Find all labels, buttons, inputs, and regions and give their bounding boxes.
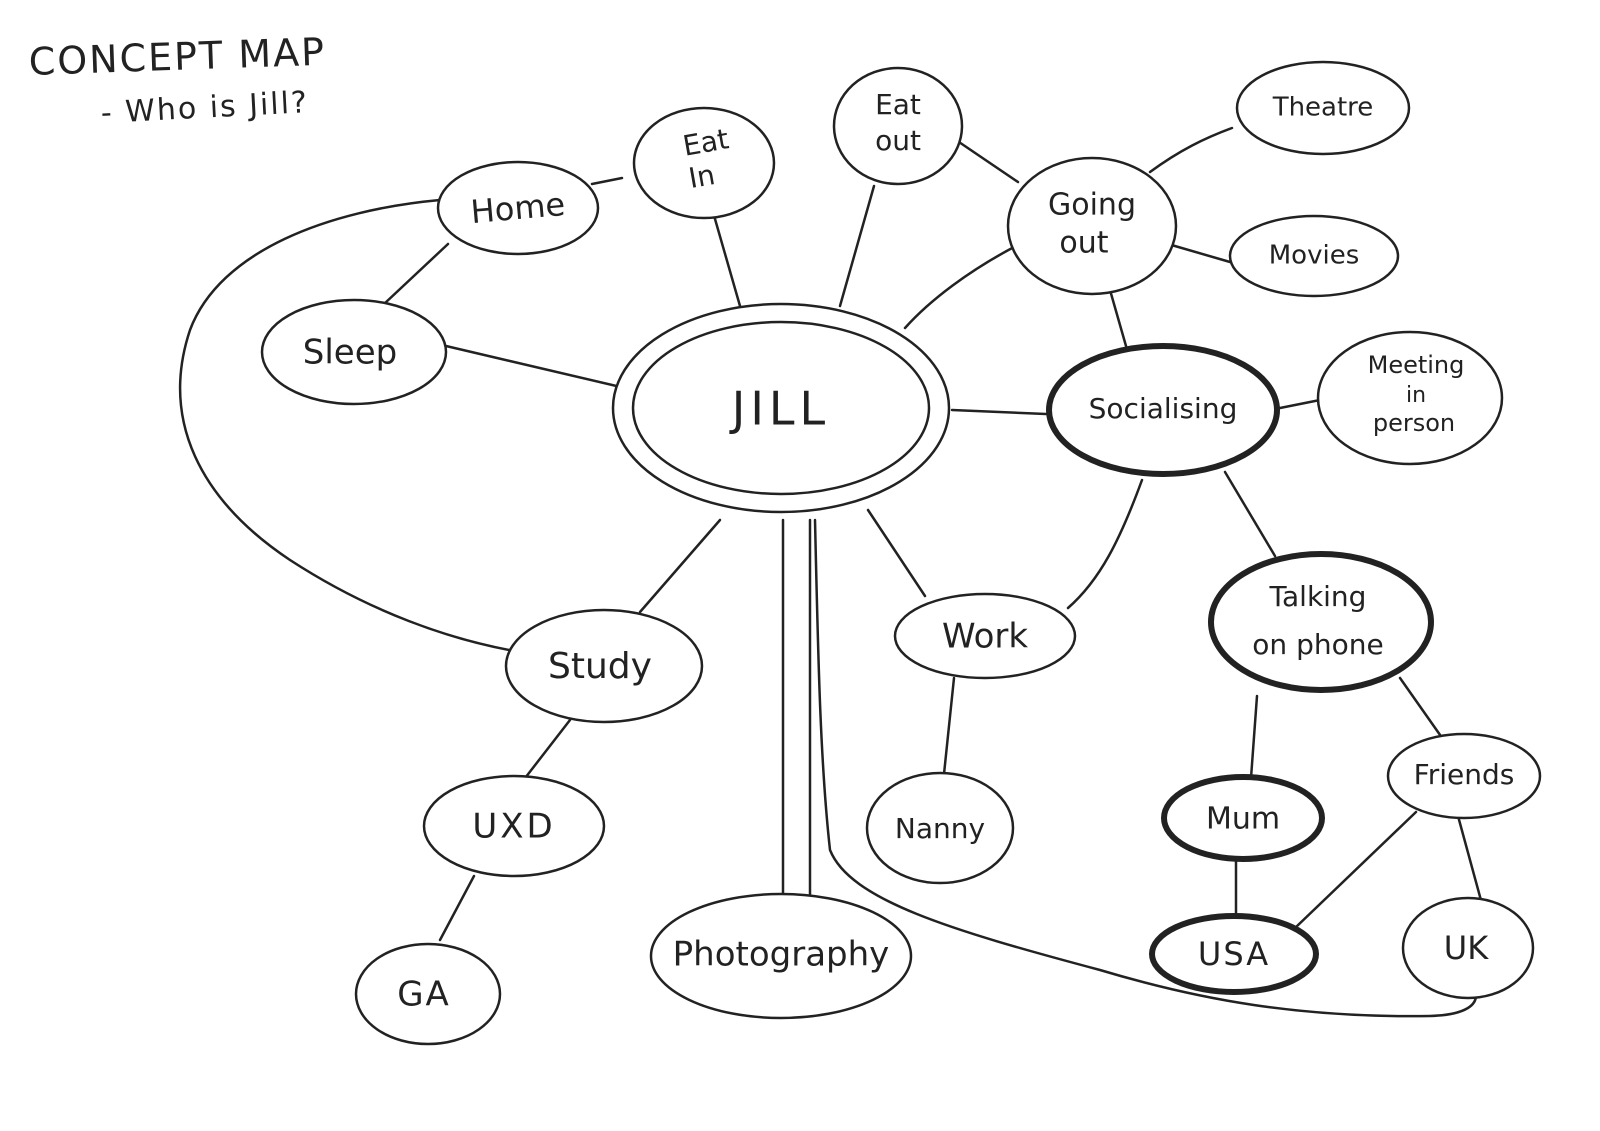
edge-eat-in-jill — [711, 210, 742, 308]
node-uxd-label: UXD — [472, 807, 555, 847]
edge-going-out-theatre — [1148, 126, 1234, 174]
node-socialising-label: Socialising — [1089, 392, 1238, 425]
node-sleep: Sleep — [260, 298, 448, 406]
node-jill-inner-ring — [631, 320, 931, 496]
node-study-label: Study — [548, 646, 652, 687]
edge-going-out-jill — [903, 244, 1018, 330]
node-meeting-line-3: person — [1373, 409, 1455, 437]
edges — [178, 126, 1484, 1018]
node-uk-label: UK — [1444, 929, 1489, 967]
node-jill-label: JILL — [729, 382, 830, 436]
edge-study-uxd — [520, 718, 572, 784]
node-talking-on-phone: Talking on phone — [1208, 551, 1434, 693]
node-friends: Friends — [1386, 732, 1542, 820]
edge-eat-out-going-out — [954, 138, 1020, 184]
node-movies: Movies — [1228, 214, 1400, 298]
edge-talking-friends — [1398, 676, 1447, 744]
node-theatre-label: Theatre — [1272, 93, 1374, 123]
node-socialising: Socialising — [1046, 343, 1280, 477]
node-going-out: Going out — [1006, 156, 1178, 296]
node-work-label: Work — [942, 617, 1028, 657]
node-photography-label: Photography — [673, 935, 890, 975]
edge-jill-uk-loop — [813, 518, 1478, 1018]
node-work: Work — [893, 592, 1077, 680]
node-eat-out: Eat out — [832, 66, 964, 186]
node-meeting-line-1: Meeting — [1368, 351, 1465, 379]
node-nanny-label: Nanny — [895, 812, 985, 845]
node-going-out-line-2: out — [1059, 226, 1108, 261]
node-jill: JILL — [611, 302, 951, 514]
edge-home-sleep — [382, 242, 450, 306]
node-home-label: Home — [469, 185, 566, 231]
edge-home-study-curve — [178, 198, 522, 654]
node-eat-out-line-2: out — [875, 124, 921, 157]
node-uxd: UXD — [422, 774, 606, 878]
node-ga: GA — [354, 942, 502, 1046]
edge-socialising-talking — [1223, 470, 1277, 558]
node-eat-out-line-1: Eat — [875, 88, 921, 121]
node-talking-line-1: Talking — [1269, 580, 1367, 613]
edge-friends-uk — [1456, 814, 1484, 906]
node-mum: Mum — [1161, 774, 1325, 862]
node-ga-label: GA — [397, 975, 451, 1015]
node-photography: Photography — [649, 892, 913, 1020]
node-friends-label: Friends — [1414, 758, 1515, 791]
node-usa-label: USA — [1198, 935, 1270, 973]
node-talking-line-2: on phone — [1252, 628, 1383, 661]
edge-jill-work — [866, 508, 927, 598]
node-movies-label: Movies — [1269, 241, 1360, 271]
edge-going-out-movies — [1166, 242, 1232, 264]
node-uk: UK — [1401, 896, 1535, 1000]
node-theatre: Theatre — [1235, 60, 1411, 156]
edge-uxd-ga — [438, 874, 476, 942]
node-sleep-label: Sleep — [303, 333, 397, 373]
node-study: Study — [504, 608, 704, 724]
node-meeting-line-2: in — [1406, 383, 1426, 408]
edge-eat-out-jill — [838, 184, 876, 308]
node-going-out-line-1: Going — [1048, 188, 1136, 223]
edge-work-nanny — [942, 676, 956, 776]
node-eat-in: Eat In — [632, 106, 776, 220]
edge-sleep-jill — [444, 344, 627, 390]
node-nanny: Nanny — [865, 771, 1015, 885]
edge-jill-socialising — [950, 408, 1048, 416]
node-usa: USA — [1149, 913, 1319, 995]
node-mum-label: Mum — [1206, 802, 1280, 837]
edge-jill-study — [638, 518, 722, 614]
node-eat-in-line-1: Eat — [680, 122, 731, 162]
node-meeting-in-person: Meeting in person — [1316, 330, 1504, 466]
edge-talking-mum — [1249, 694, 1259, 780]
edge-socialising-work — [1066, 478, 1144, 610]
edge-friends-usa — [1293, 810, 1418, 930]
node-eat-in-line-2: In — [686, 158, 717, 195]
node-home: Home — [436, 160, 600, 256]
edge-home-eat-in — [590, 176, 624, 186]
nodes: JILL Home Eat In Eat out Going out — [260, 60, 1542, 1046]
